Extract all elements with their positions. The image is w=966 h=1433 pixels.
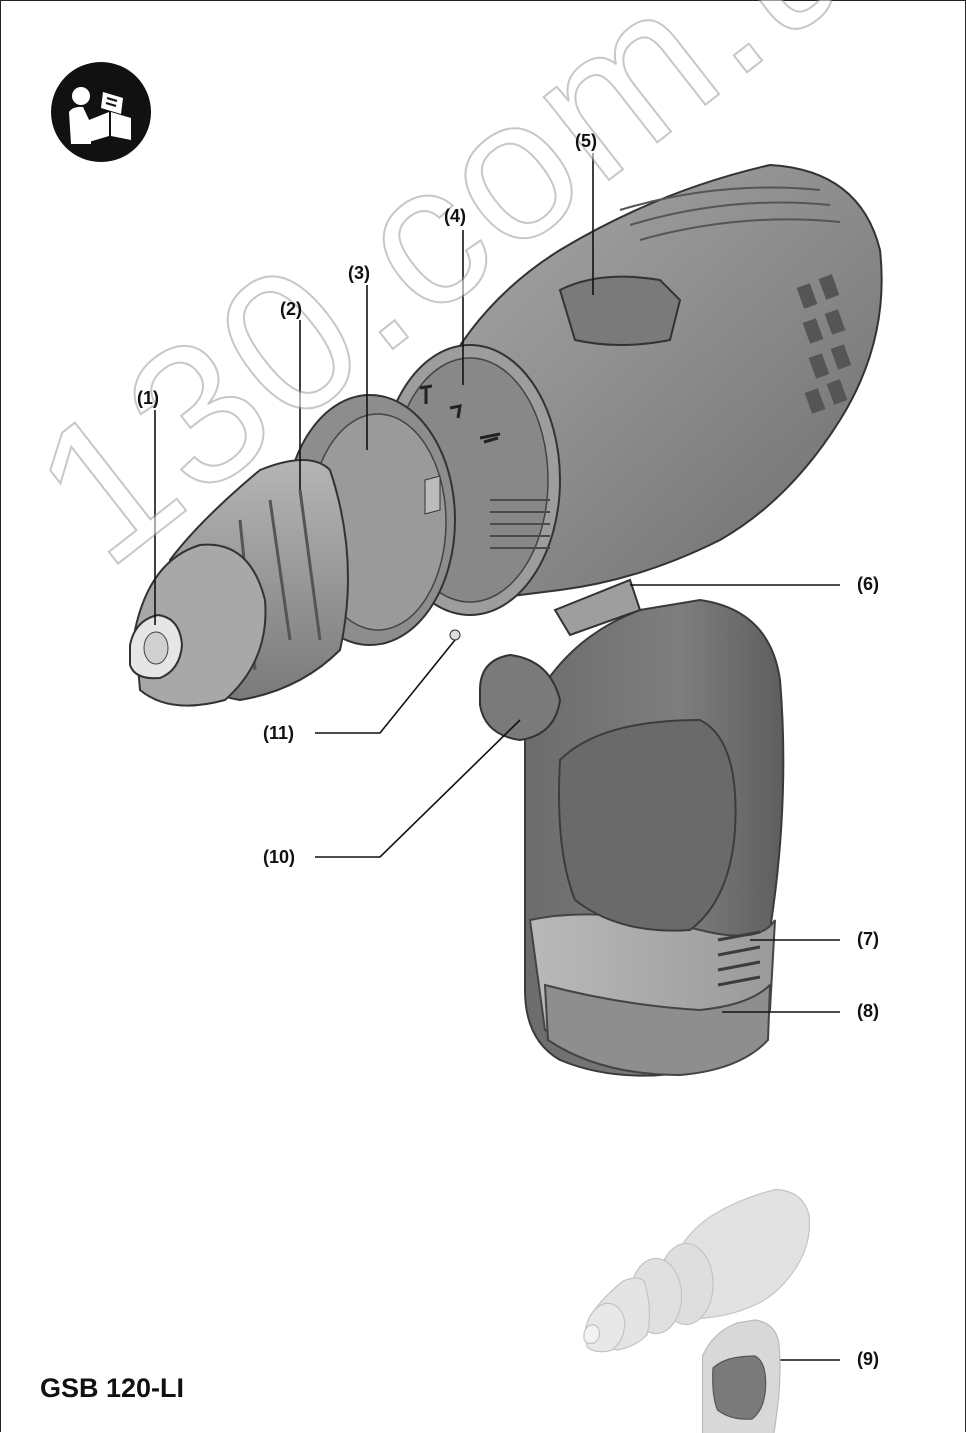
- callout-7: (7): [857, 929, 879, 949]
- model-name: GSB 120-LI: [40, 1373, 185, 1403]
- callout-2: (2): [280, 299, 302, 319]
- callout-10: (10): [263, 847, 296, 867]
- callout-11: (11): [263, 723, 295, 743]
- work-light: [449, 629, 461, 641]
- callout-8: (8): [857, 1001, 879, 1021]
- read-manual-icon: [51, 62, 151, 162]
- on-off-switch: [479, 653, 562, 742]
- callout-3: (3): [348, 263, 370, 283]
- callout-1: (1): [137, 388, 159, 408]
- small-drill: [583, 1188, 811, 1433]
- rotation-switch: [558, 275, 682, 346]
- battery-release: [553, 578, 642, 637]
- callout-9: (9): [857, 1349, 879, 1369]
- callout-6: (6): [857, 574, 879, 594]
- callout-5: (5): [575, 131, 597, 151]
- callout-4: (4): [444, 206, 466, 226]
